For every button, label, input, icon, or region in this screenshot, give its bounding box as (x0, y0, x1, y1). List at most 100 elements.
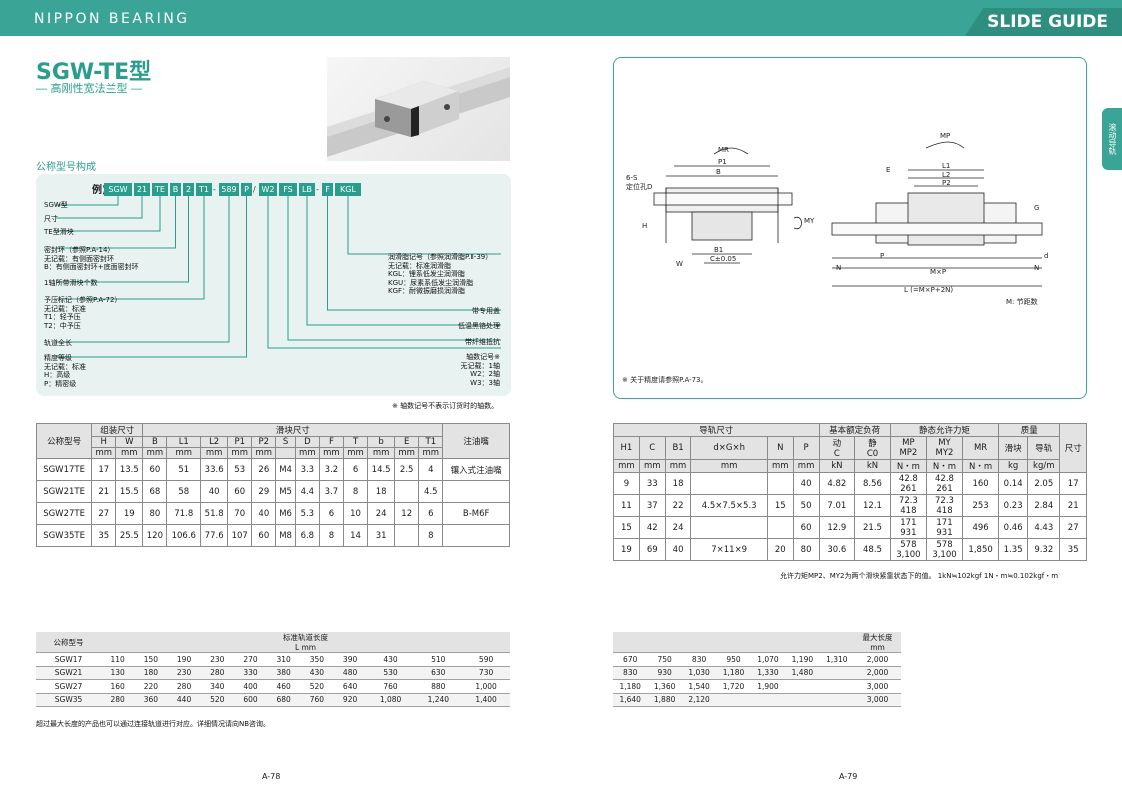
svg-text:M: 节距数: M: 节距数 (1006, 297, 1038, 306)
table-cell: 253 (962, 494, 1000, 517)
table-cell: 1,850 (962, 538, 1000, 561)
table-cell: 77.6 (200, 524, 229, 547)
table-cell: 29 (251, 480, 277, 503)
page-header: NIPPON BEARING SLIDE GUIDE (0, 0, 1122, 36)
table-cell: 58 (166, 480, 202, 503)
table-cell: 14.5 (367, 458, 396, 481)
table-cell: 51.8 (200, 502, 229, 525)
pn-box: 589 (219, 183, 239, 196)
table-cell: 镶入式注油嘴 (442, 458, 510, 481)
side-tab[interactable]: 滚动导轨 (1102, 108, 1122, 170)
config-right-label: 带专用盖 (472, 307, 500, 315)
table-cell: 0.23 (998, 494, 1029, 517)
table-cell: 18 (664, 472, 692, 495)
config-left-label: 1轴所带滑块个数 (44, 279, 98, 287)
page-subtitle: ― 高刚性宽法兰型 ― (36, 82, 142, 95)
table-cell: 6 (342, 458, 369, 481)
svg-text:N: N (836, 264, 841, 272)
table-cell: SGW17TE (35, 458, 93, 481)
config-left-label: SGW型 (44, 201, 68, 209)
svg-text:MP: MP (940, 132, 950, 140)
svg-text:B: B (716, 168, 721, 176)
load-note: 允许力矩MP2、MY2为两个滑块紧靠状态下的值。 1kN≒102kgf 1N・m… (780, 572, 1059, 580)
table-cell: 50 (792, 494, 820, 517)
table-cell: 6 (418, 502, 444, 525)
table-cell: 80 (792, 538, 820, 561)
table-cell: 27 (91, 502, 117, 525)
table-cell: 60 (142, 458, 168, 481)
pn-separator: - (316, 185, 319, 194)
page-number-right: A-79 (839, 772, 858, 781)
pn-box: 2 (183, 183, 194, 196)
table-cell: 2.05 (1027, 472, 1061, 495)
table-cell (442, 480, 510, 503)
table-cell: 14 (342, 524, 369, 547)
config-right-label: 低温黑铬处理 (458, 322, 500, 330)
table-cell: 19 (115, 502, 144, 525)
table-cell: SGW35TE (35, 524, 93, 547)
table-cell: 26 (251, 458, 277, 481)
table-cell: 60 (251, 524, 277, 547)
table-cell: 68 (142, 480, 168, 503)
table-cell: 42 (638, 516, 666, 539)
table-cell: 13.5 (115, 458, 144, 481)
table-cell: 8 (418, 524, 444, 547)
table-cell (394, 524, 420, 547)
svg-text:定位孔D: 定位孔D (626, 182, 652, 191)
table-cell: 70 (227, 502, 253, 525)
svg-text:P2: P2 (942, 179, 951, 187)
config-heading: 公称型号构成 (36, 162, 96, 173)
page-number-left: A-78 (262, 772, 281, 781)
config-note: ※ 轴数记号不表示订货时的轴数。 (392, 402, 499, 410)
config-left-label: TE型滑块 (44, 228, 74, 236)
table-cell: SGW27TE (35, 502, 93, 525)
table-cell: 71.8 (166, 502, 202, 525)
table-cell: 60 (792, 516, 820, 539)
table-cell: 160 (962, 472, 1000, 495)
table-cell: 35 (1059, 538, 1087, 561)
svg-text:6-S: 6-S (626, 174, 638, 182)
svg-text:E: E (886, 166, 890, 174)
table-cell: 7×11×9 (690, 538, 768, 561)
table-cell: 27 (1059, 516, 1087, 539)
pn-box: T1 (196, 183, 212, 196)
length-note: 超过最大长度的产品也可以通过连接轨道进行对应。详细情况请向NB咨询。 (36, 720, 271, 728)
svg-text:B1: B1 (714, 246, 723, 254)
table-cell (442, 524, 510, 547)
config-right-label: 带纤维抵抗 (465, 338, 500, 346)
pn-separator: - (213, 185, 216, 194)
table-cell: 40 (251, 502, 277, 525)
table-cell: M8 (275, 524, 296, 547)
pn-box: W2 (259, 183, 277, 196)
table-cell: 6.8 (294, 524, 320, 547)
table-cell: 4.43 (1027, 516, 1061, 539)
table-cell: 21 (1059, 494, 1087, 517)
table-cell: 2.5 (394, 458, 420, 481)
table-cell: 33 (638, 472, 666, 495)
product-photo (327, 57, 510, 161)
table-cell: 19 (613, 538, 640, 561)
svg-text:W: W (676, 260, 683, 268)
table-cell: SGW21TE (35, 480, 93, 503)
table-cell: 17 (1059, 472, 1087, 495)
table-cell: 30.6 (818, 538, 856, 561)
table-cell: 25.5 (115, 524, 144, 547)
svg-text:L (=M×P+2N): L (=M×P+2N) (904, 286, 953, 294)
table-cell: 20 (766, 538, 794, 561)
table-cell: 4.5×7.5×5.3 (690, 494, 768, 517)
pn-box: KGL (335, 183, 361, 196)
table-cell: B-M6F (442, 502, 510, 525)
table-cell (690, 472, 768, 495)
table-cell: 10 (342, 502, 369, 525)
svg-text:P1: P1 (718, 158, 727, 166)
table-cell: 5.3 (294, 502, 320, 525)
table-cell: 4.5 (418, 480, 444, 503)
pn-box: FS (279, 183, 297, 196)
table-cell: 15 (613, 516, 640, 539)
section-title: SLIDE GUIDE (965, 8, 1122, 36)
table-cell: 31 (367, 524, 396, 547)
table-cell: 35 (91, 524, 117, 547)
